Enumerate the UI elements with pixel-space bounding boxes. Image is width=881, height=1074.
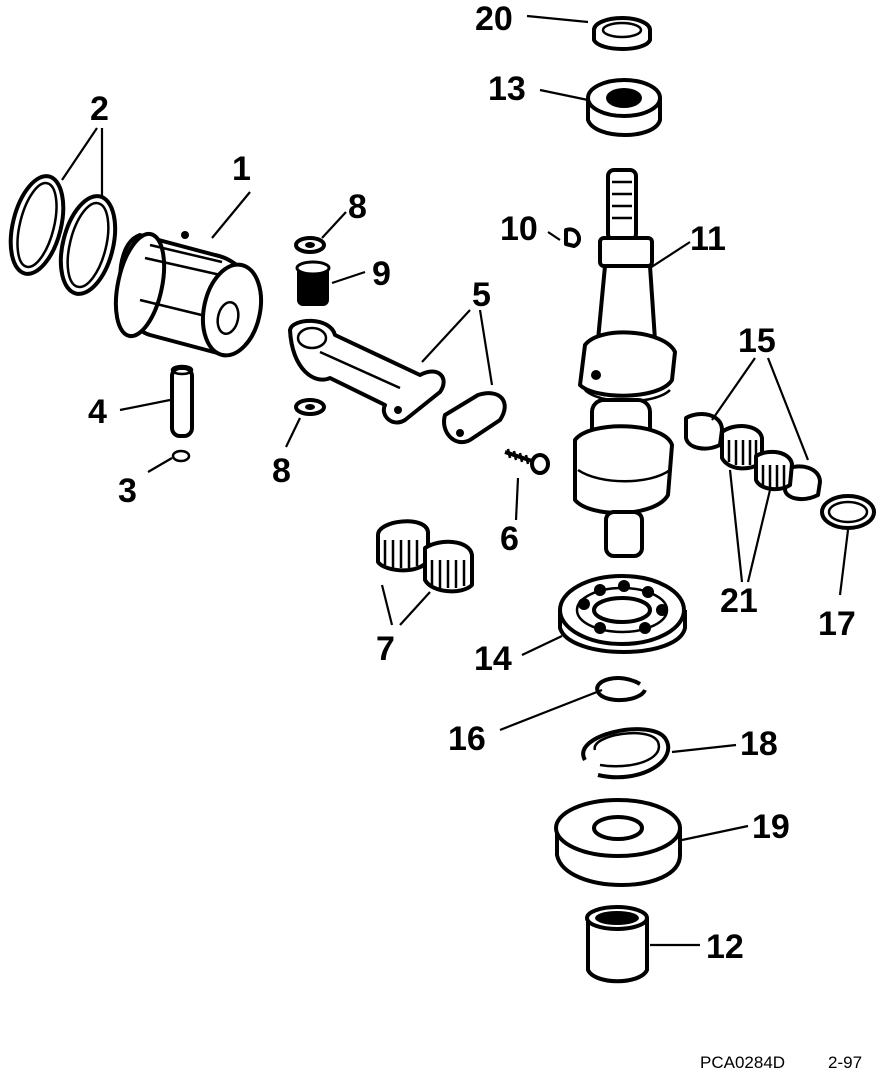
callout-10: 10 [500,210,538,248]
main-needle-bearing-halves [720,424,794,492]
lower-seal [554,798,682,887]
callout-17: 17 [818,605,856,643]
piston [113,231,264,358]
rod-needle-bearing-halves [376,519,474,594]
callout-6: 6 [500,520,519,558]
callout-11: 11 [690,220,726,258]
lower-sleeve [585,905,649,984]
retaining-ring [581,727,671,780]
callout-15: 15 [738,322,776,360]
callout-2: 2 [90,90,109,128]
seal-ring [820,494,876,530]
callout-7: 7 [376,630,395,668]
connecting-rod [288,318,507,444]
callout-13: 13 [488,70,526,108]
callout-18: 18 [740,725,778,763]
thrust-washer-top [294,236,326,254]
callout-4: 4 [88,393,107,431]
page-number: 2-97 [828,1053,862,1072]
needle-bearing-small-end [295,260,331,306]
callout-19: 19 [752,808,790,846]
figure-code: PCA0284D [700,1053,785,1072]
leader-lines [61,14,850,947]
lower-ball-bearing [558,574,687,654]
woodruff-key [564,227,582,248]
callout-14: 14 [474,640,512,678]
pin-retainer [171,449,191,463]
callout-1: 1 [232,150,251,188]
callout-9: 9 [372,255,391,293]
main-bearing-retainer-halves [684,412,822,502]
upper-roller-bearing [586,78,662,137]
crankshaft [573,168,677,558]
callout-8-top: 8 [348,188,367,226]
callout-16: 16 [448,720,486,758]
thrust-washer-bottom [294,398,326,416]
callout-12: 12 [706,928,744,966]
callout-3: 3 [118,472,137,510]
bearing-sleeve-top [592,16,652,51]
rod-screw [504,448,550,475]
callout-5: 5 [472,276,491,314]
callout-8-bottom: 8 [272,452,291,490]
callout-20: 20 [475,0,513,38]
bearing-snap-ring [595,676,647,702]
callout-21: 21 [720,582,758,620]
piston-rings [8,174,118,296]
wrist-pin [170,364,194,438]
